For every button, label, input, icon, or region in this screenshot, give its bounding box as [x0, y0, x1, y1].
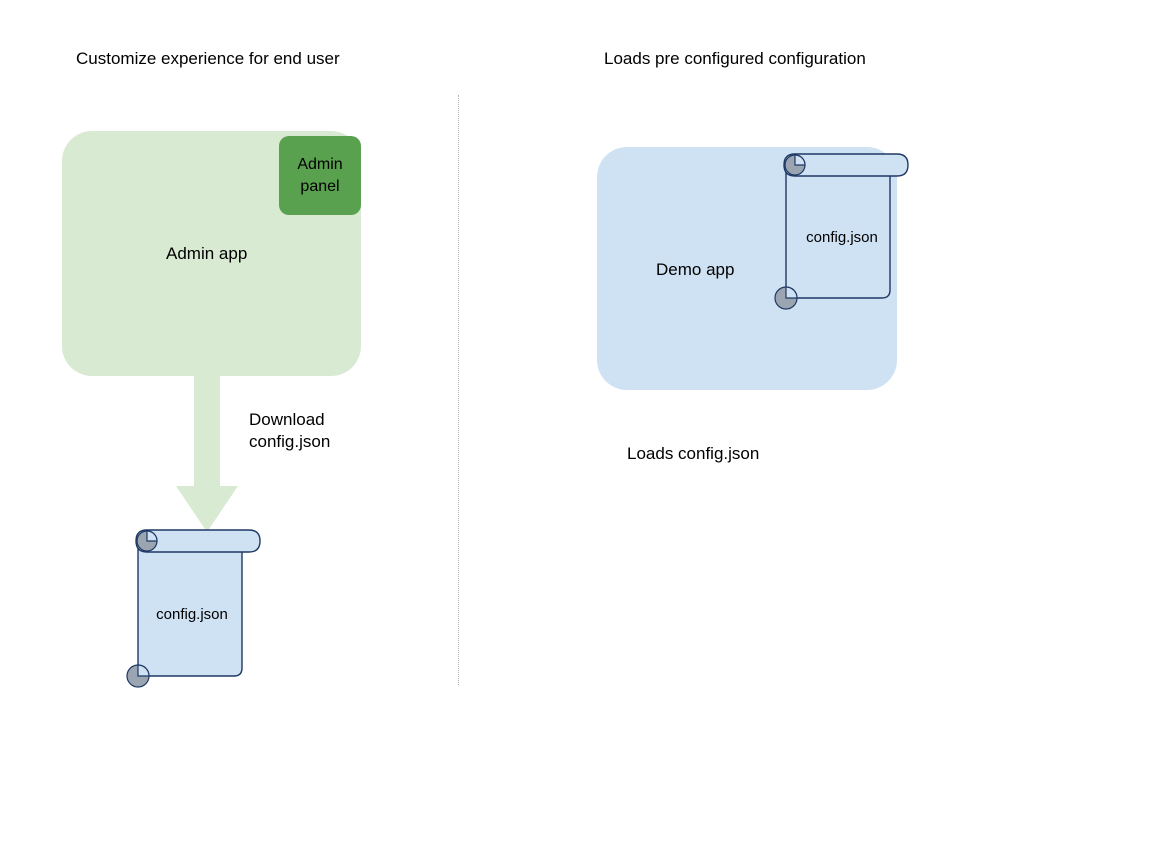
scroll-document-label: config.json — [156, 606, 228, 623]
admin-panel-label: Admin panel — [279, 136, 361, 215]
scroll-document-label: config.json — [806, 229, 878, 246]
download-arrow-label: Download config.json — [249, 409, 330, 453]
admin-panel-label-line2: panel — [300, 177, 340, 195]
left-column-heading: Customize experience for end user — [76, 49, 340, 68]
loads-config-caption: Loads config.json — [627, 444, 760, 463]
vertical-dotted-divider-icon — [458, 95, 459, 685]
scroll-document-icon[interactable]: config.json — [766, 152, 914, 312]
scroll-document-icon[interactable]: config.json — [118, 528, 266, 690]
download-arrow-label-line2: config.json — [249, 432, 331, 451]
arrow-down-icon — [176, 370, 238, 532]
download-arrow-label-line1: Download — [249, 410, 325, 429]
admin-app-label: Admin app — [166, 244, 248, 263]
admin-panel-box[interactable]: Admin panel — [279, 136, 361, 215]
demo-app-label: Demo app — [656, 260, 735, 279]
admin-panel-label-line1: Admin — [297, 155, 343, 173]
right-column-heading: Loads pre configured configuration — [604, 49, 866, 68]
